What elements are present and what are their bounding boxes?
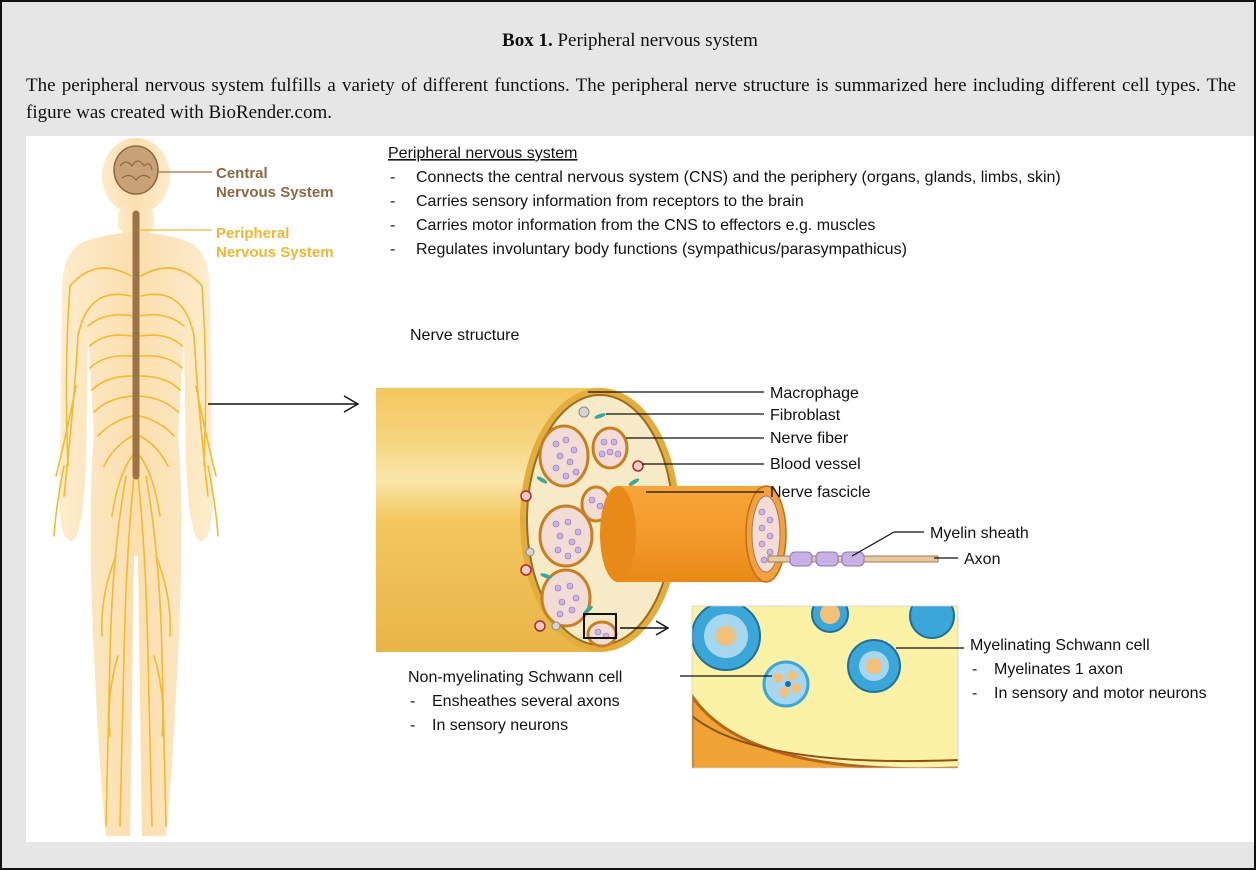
arrow-body-to-nerve [208, 396, 358, 412]
nervous-system-diagram: Central Nervous System Peripheral Nervou… [26, 136, 1256, 842]
pns-point-3: Carries motor information from the CNS t… [416, 217, 875, 234]
human-body-illustration: Central Nervous System Peripheral Nervou… [54, 138, 334, 836]
non-myelinating-point-1: Ensheathes several axons [432, 693, 620, 710]
cns-label-line2: Nervous System [216, 184, 334, 201]
myelin-sheath [790, 552, 864, 566]
box-intro: The peripheral nervous system fulfills a… [26, 72, 1236, 126]
bullet-dash: - [972, 685, 977, 702]
pns-label-line2: Nervous System [216, 244, 334, 261]
bullet-dash: - [410, 717, 415, 734]
box-title-number: Box 1. [502, 30, 553, 51]
bullet-dash: - [972, 661, 977, 678]
non-myelinating-point-2: In sensory neurons [432, 717, 568, 734]
pns-info-heading: Peripheral nervous system [388, 145, 577, 162]
pns-point-2: Carries sensory information from recepto… [416, 193, 804, 210]
myelinating-title: Myelinating Schwann cell [970, 637, 1150, 654]
box-title-text: Peripheral nervous system [553, 30, 758, 51]
callout-axon: Axon [964, 551, 1000, 568]
myelinating-point-2: In sensory and motor neurons [994, 685, 1207, 702]
callout-myelin-sheath: Myelin sheath [930, 525, 1029, 542]
pns-label-line1: Peripheral [216, 225, 289, 242]
pns-bullet-dash: - [390, 169, 395, 186]
nerve-structure-heading: Nerve structure [410, 327, 519, 344]
schwann-inset [692, 594, 958, 776]
brain-icon [114, 146, 158, 194]
figure: Central Nervous System Peripheral Nervou… [26, 136, 1256, 842]
callout-fibroblast: Fibroblast [770, 407, 841, 424]
pns-info: Peripheral nervous system - Connects the… [388, 145, 1061, 258]
non-myelinating-title: Non-myelinating Schwann cell [408, 669, 622, 686]
myelinating-point-1: Myelinates 1 axon [994, 661, 1123, 678]
pns-bullet-dash: - [390, 193, 395, 210]
pns-bullet-dash: - [390, 241, 395, 258]
pns-bullet-dash: - [390, 217, 395, 234]
box-title: Box 1. Peripheral nervous system [2, 30, 1256, 52]
pns-point-4: Regulates involuntary body functions (sy… [416, 241, 907, 258]
pns-point-1: Connects the central nervous system (CNS… [416, 169, 1061, 186]
callout-macrophage: Macrophage [770, 385, 859, 402]
cns-label-line1: Central [216, 165, 268, 182]
non-myelinating-schwann-inset [764, 662, 808, 706]
callout-nerve-fiber: Nerve fiber [770, 430, 849, 447]
bullet-dash: - [410, 693, 415, 710]
callout-blood-vessel: Blood vessel [770, 456, 861, 473]
callout-nerve-fascicle: Nerve fascicle [770, 484, 871, 501]
nerve-fiber [600, 486, 938, 582]
